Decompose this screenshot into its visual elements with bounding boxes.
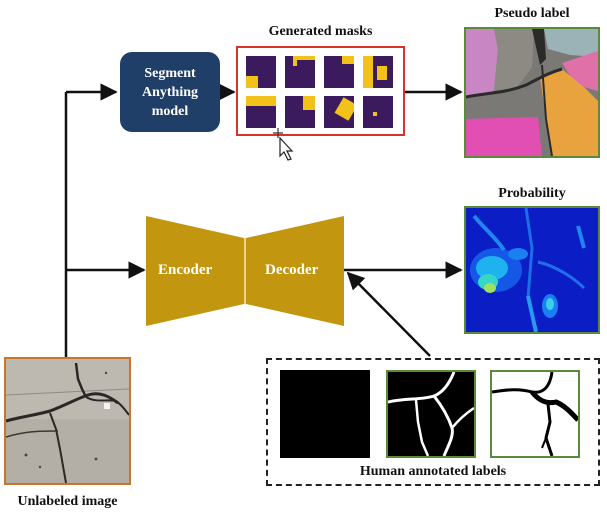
human-annotated-label: Human annotated labels (359, 464, 507, 479)
sam-line-2: Anything (141, 84, 199, 100)
mask-tile (363, 96, 393, 128)
mask-tile (285, 56, 315, 88)
pseudo-label-title: Pseudo label (494, 6, 570, 21)
human-annotated-panel: Human annotated labels (266, 358, 600, 486)
sam-line-3: model (151, 103, 189, 119)
decoder-label: Decoder (265, 262, 319, 278)
sam-line-1: Segment (144, 65, 196, 81)
mask-tile (363, 56, 393, 88)
pseudo-label-image (464, 27, 600, 158)
probability-heatmap (466, 208, 598, 332)
generated-masks-label: Generated masks (268, 24, 373, 39)
mask-tile (246, 96, 276, 128)
annotated-crack-3 (492, 372, 578, 456)
mask-tile (324, 96, 354, 128)
annotated-label-1 (280, 370, 370, 458)
unlabeled-image (4, 357, 131, 485)
decoder-block (246, 216, 344, 326)
annotated-crack-2 (388, 372, 474, 456)
mask-tile (324, 56, 354, 88)
mask-tile (285, 96, 315, 128)
annotated-label-2 (386, 370, 476, 458)
unlabeled-crack-photo (6, 359, 129, 483)
mouse-cursor-icon (273, 128, 294, 161)
encoder-decoder-shape (146, 216, 344, 326)
probability-title: Probability (498, 186, 566, 201)
generated-masks-panel (236, 46, 405, 136)
encoder-block (146, 216, 244, 326)
encoder-label: Encoder (158, 262, 213, 278)
annotated-label-3 (490, 370, 580, 458)
segment-anything-model-box: Segment Anything model (120, 52, 220, 132)
mask-tile (246, 56, 276, 88)
probability-map (464, 206, 600, 334)
arrow-human-to-decoder (346, 271, 431, 357)
unlabeled-image-label: Unlabeled image (17, 494, 118, 509)
pseudo-label-segments (466, 29, 598, 156)
